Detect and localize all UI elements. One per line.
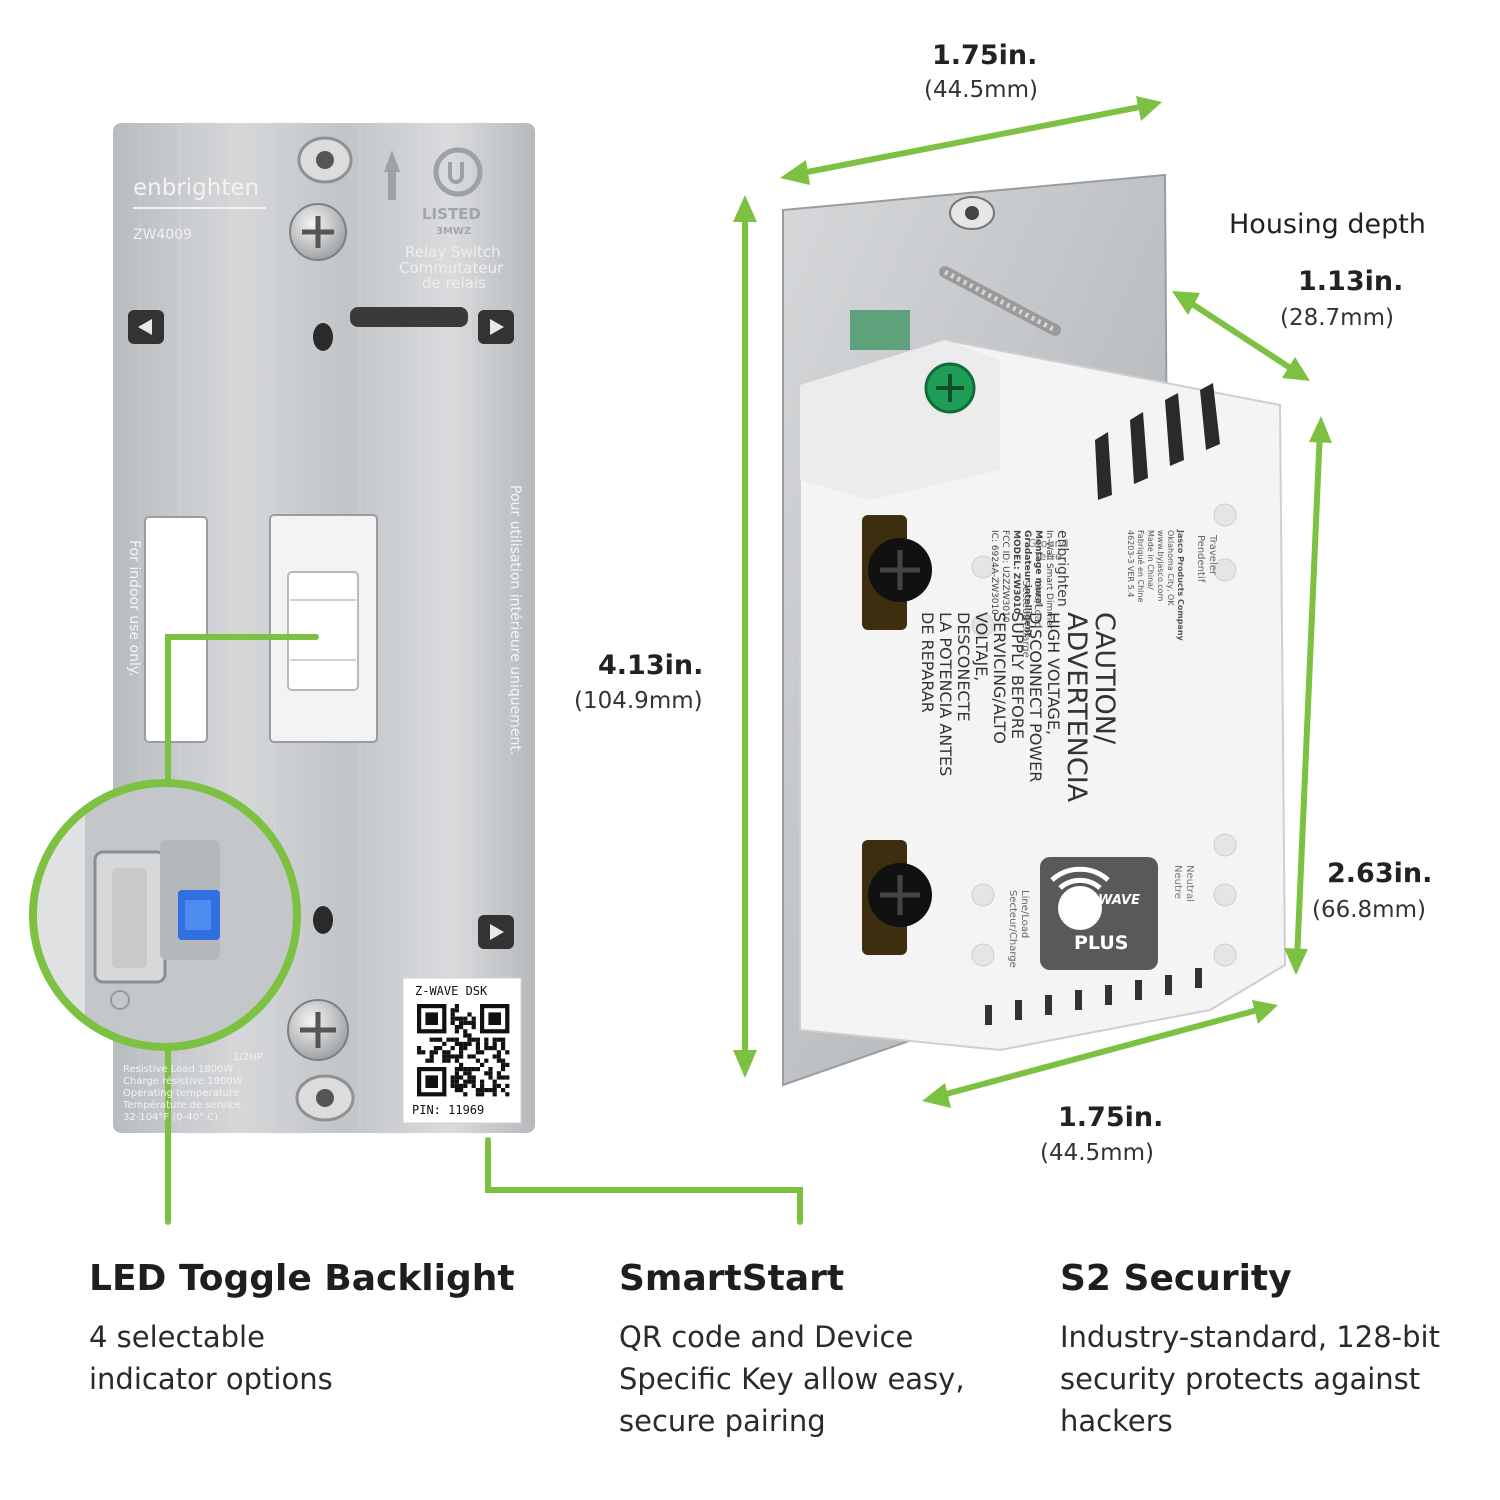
plate-product-fr-2: de relais <box>422 274 486 292</box>
dim-depth-label: Housing depth <box>1229 209 1426 240</box>
dimension-arrows <box>733 96 1332 1108</box>
plate-indoor-fr: Pour utilisation intérieure uniquement. <box>507 485 523 756</box>
feature-s2-desc: Industry-standard, 128-bit security prot… <box>1060 1320 1440 1438</box>
dim-housing-height-mm: (66.8mm) <box>1312 897 1426 923</box>
plate-product-fr-1: Commutateur <box>399 259 504 277</box>
dim-height-mm: (104.9mm) <box>574 688 703 714</box>
ul-listing-code: 3MWZ <box>436 226 472 237</box>
feature-led-title: LED Toggle Backlight <box>89 1258 515 1299</box>
feature-s2-title: S2 Security <box>1060 1258 1292 1299</box>
plate-model: ZW4009 <box>133 227 193 243</box>
side-housing-view <box>782 173 1287 1087</box>
mounting-screw-top <box>289 136 353 261</box>
dim-top-width-in: 1.75in. <box>932 40 1038 71</box>
plate-brand: enbrighten <box>133 175 260 201</box>
plate-rivet <box>478 915 514 949</box>
housing-maker-block: Jasco Products Company Oklahoma City, OK… <box>1126 530 1185 641</box>
plate-rivet <box>478 310 514 344</box>
plate-ratings: 1/2HP Resistive Load 1800W Charge résist… <box>123 1052 263 1123</box>
dim-depth-mm: (28.7mm) <box>1280 305 1394 331</box>
dim-depth-in: 1.13in. <box>1298 266 1404 297</box>
zwave-badge-plus: PLUS <box>1074 932 1129 954</box>
dim-housing-height-in: 2.63in. <box>1327 858 1433 889</box>
feature-led-desc: 4 selectable indicator options <box>89 1320 333 1396</box>
plate-rivet <box>128 310 164 344</box>
dim-top-width-mm: (44.5mm) <box>924 77 1038 103</box>
zwave-badge-wave: WAVE <box>1098 893 1140 908</box>
ul-listed-text: LISTED <box>422 205 481 223</box>
mounting-screw-bottom <box>287 999 355 1122</box>
ground-screw <box>850 310 976 414</box>
feature-smartstart-desc: QR code and Device Specific Key allow ea… <box>619 1320 965 1438</box>
dim-height-in: 4.13in. <box>598 650 704 681</box>
ul-listed-mark <box>384 147 483 200</box>
qr-label-pin: PIN: 11969 <box>412 1103 485 1117</box>
terminal-screw <box>862 515 932 630</box>
led-zoom-inset <box>29 779 301 1051</box>
plate-product-en: Relay Switch <box>405 243 501 261</box>
qr-code-label[interactable] <box>402 977 522 1124</box>
dim-bottom-width-mm: (44.5mm) <box>1040 1140 1154 1166</box>
feature-smartstart-title: SmartStart <box>619 1258 845 1299</box>
zwave-plus-badge <box>1040 857 1158 970</box>
dim-bottom-width-in: 1.75in. <box>1058 1102 1164 1133</box>
callout-line-smartstart <box>485 1137 803 1225</box>
plate-indoor-en: For indoor use only. <box>126 540 142 677</box>
caution-block: CAUTION/ ADVERTENCIA HIGH VOLTAGE, DISCO… <box>918 612 1120 803</box>
terminal-screw <box>862 840 932 955</box>
qr-label-title: Z-WAVE DSK <box>415 984 488 998</box>
